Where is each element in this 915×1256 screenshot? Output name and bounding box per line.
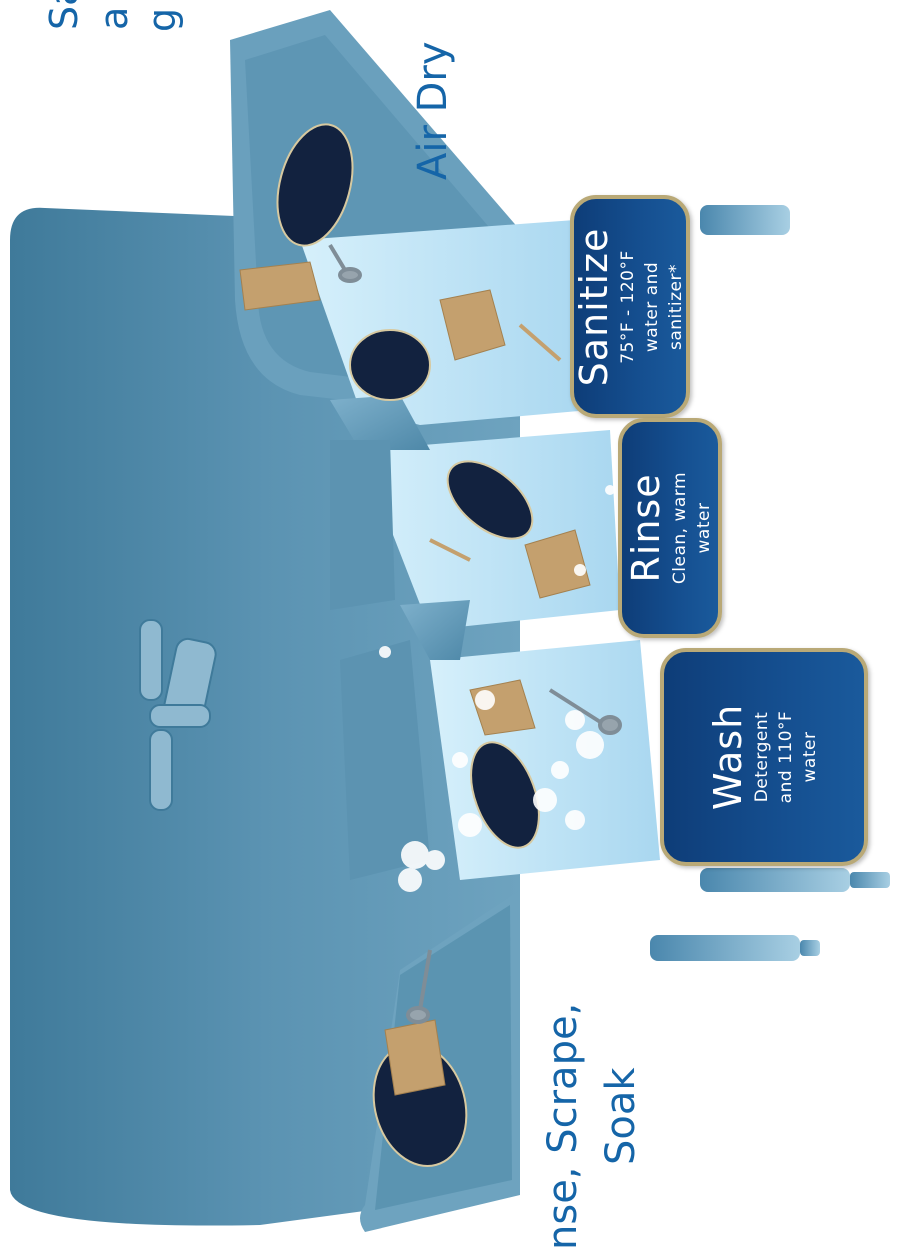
step-rinse-description: Clean, warm water: [668, 472, 716, 584]
air-dry-label: Air Dry: [410, 41, 456, 180]
top-partial-label-1: Sa: [42, 0, 86, 30]
step-rinse-title: Rinse: [624, 473, 668, 582]
top-partial-label-3: g: [140, 8, 184, 32]
prep-label-line2: Soak: [598, 1067, 644, 1165]
top-partial-label-2: a: [92, 7, 136, 30]
step-sanitize-title: Sanitize: [572, 227, 616, 386]
step-sanitize-description: 75°F - 120°F water and sanitizer*: [616, 250, 688, 364]
prep-label-line1: nse, Scrape,: [540, 1003, 586, 1250]
step-sanitize-box: Sanitize 75°F - 120°F water and sanitize…: [570, 195, 690, 418]
step-wash-box: Wash Detergent and 110°F water: [660, 648, 868, 866]
step-rinse-box: Rinse Clean, warm water: [618, 418, 722, 638]
step-wash-title: Wash: [706, 704, 750, 810]
step-wash-description: Detergent and 110°F water: [750, 711, 822, 804]
